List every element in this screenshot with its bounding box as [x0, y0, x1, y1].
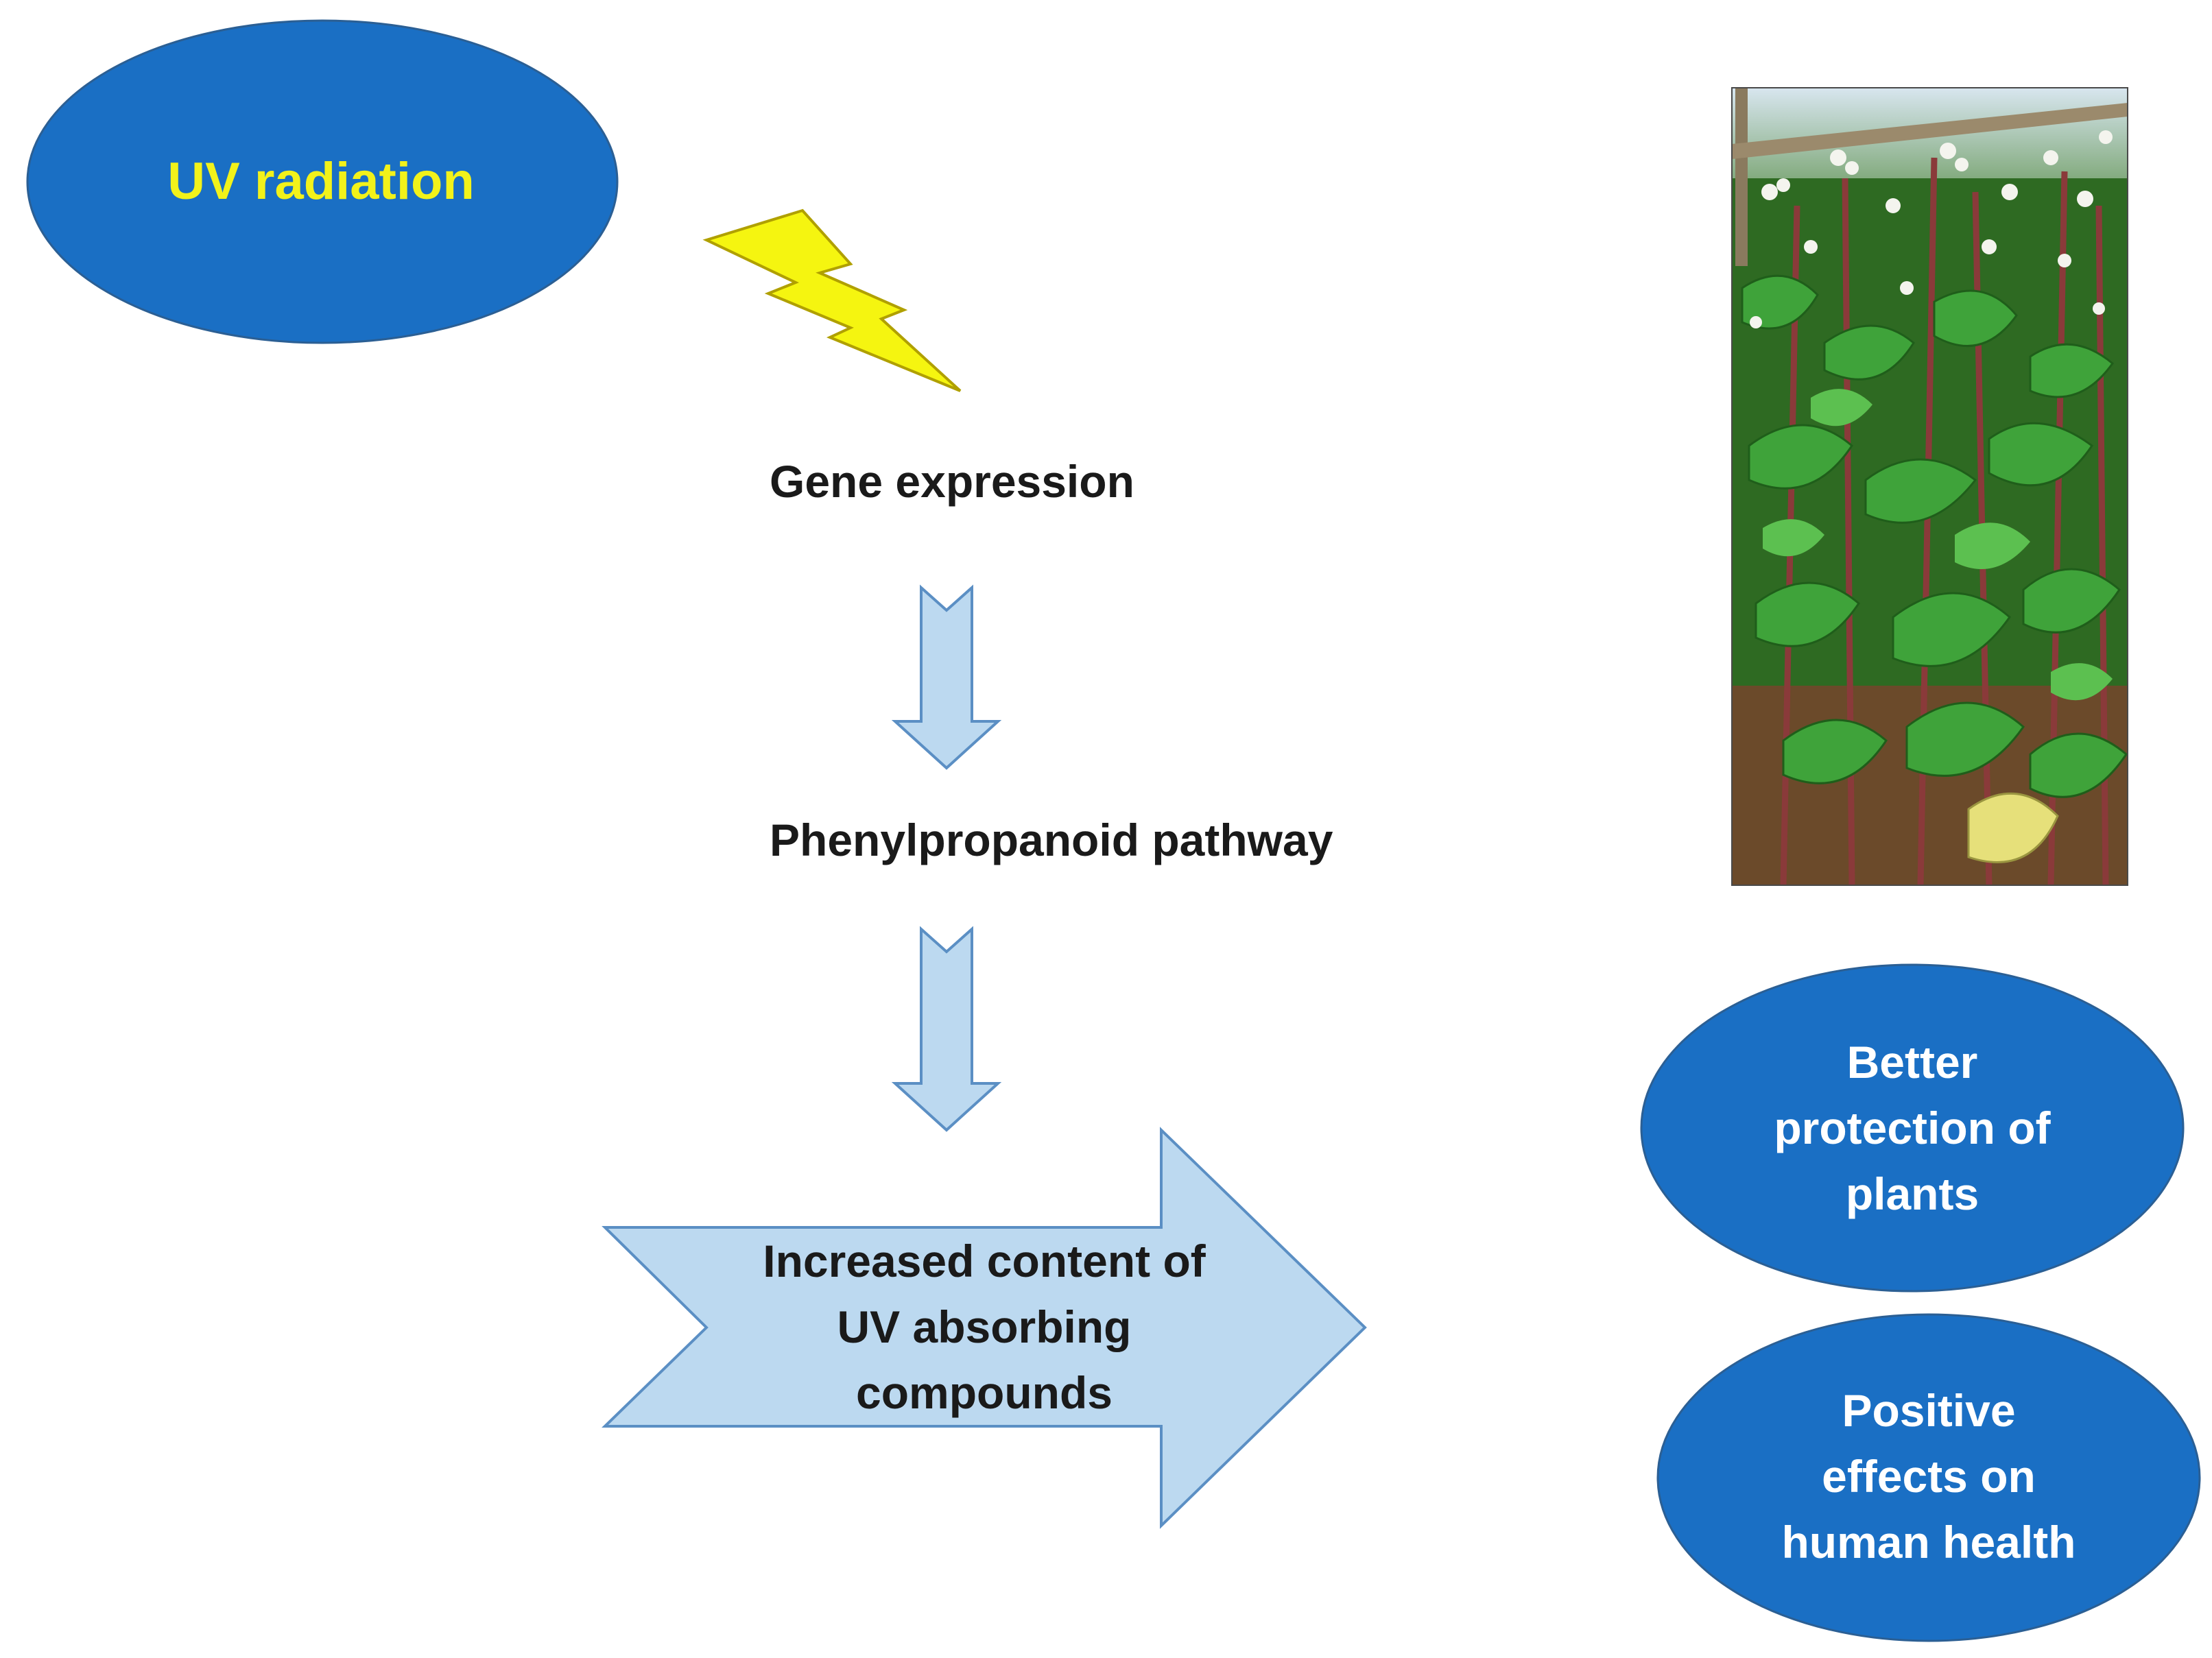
uv-radiation-label: UV radiation — [167, 152, 475, 211]
phenylpropanoid-pathway-label: Phenylpropanoid pathway — [770, 815, 1333, 865]
increased-content-line-1: Increased content of — [763, 1236, 1206, 1286]
positive-effects-node: Positive effects on human health — [1656, 1313, 2201, 1642]
photo-frame — [1731, 87, 2128, 886]
positive-effects-line-3: human health — [1781, 1517, 2076, 1567]
increased-content-line-2: UV absorbing — [837, 1301, 1131, 1352]
increased-content-arrow: Increased content of UV absorbing compou… — [602, 1127, 1367, 1529]
buckwheat-plants-photo — [1732, 88, 2128, 885]
better-protection-line-1: Better — [1847, 1037, 1978, 1088]
lightning-bolt-icon — [702, 208, 962, 392]
down-arrow-2 — [891, 926, 1002, 1132]
increased-content-line-3: compounds — [856, 1367, 1113, 1418]
positive-effects-line-2: effects on — [1822, 1451, 2036, 1502]
better-protection-node: Better protection of plants — [1640, 963, 2185, 1293]
down-arrow-1 — [891, 584, 1002, 770]
uv-radiation-node: UV radiation — [26, 19, 619, 344]
gene-expression-label: Gene expression — [770, 456, 1134, 507]
positive-effects-line-1: Positive — [1842, 1385, 2015, 1436]
better-protection-line-2: protection of — [1774, 1103, 2051, 1153]
better-protection-line-3: plants — [1846, 1168, 1979, 1219]
